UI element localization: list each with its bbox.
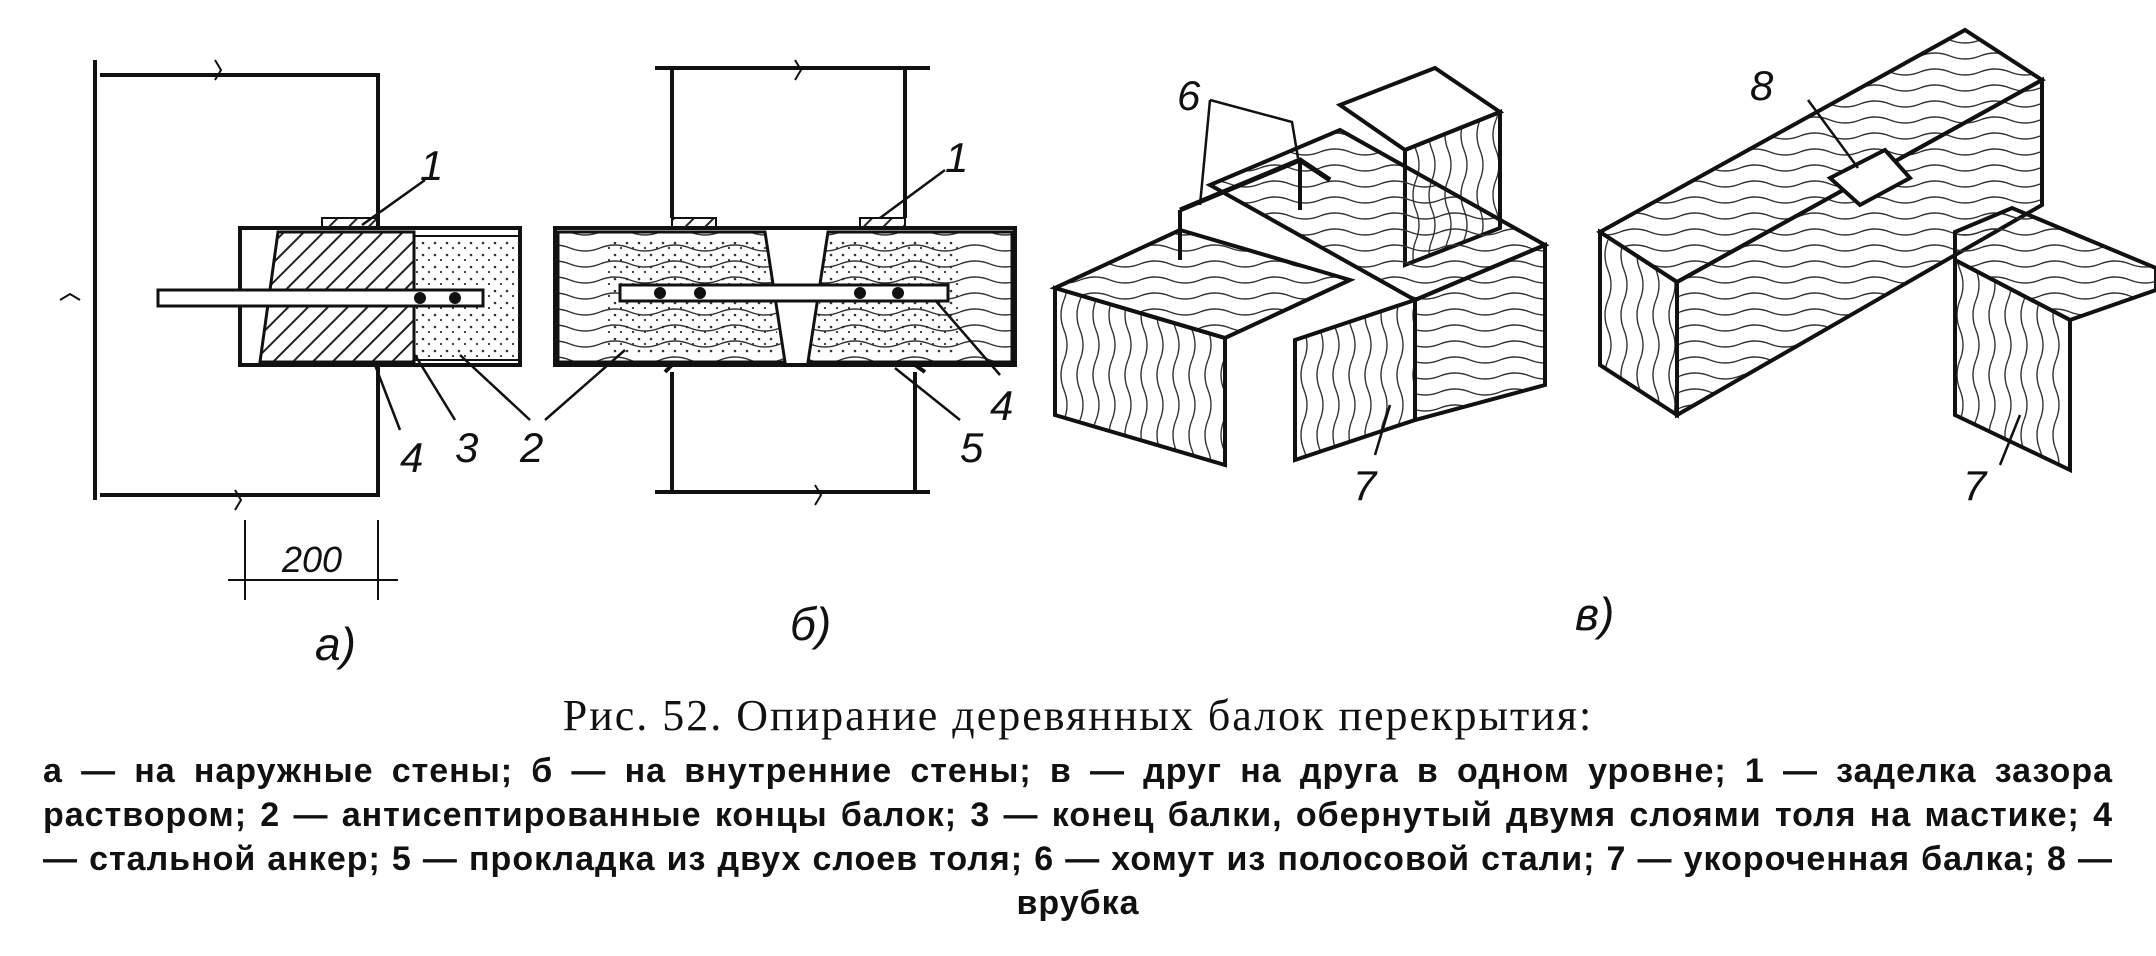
break-mark — [214, 59, 223, 81]
callout-7: 7 — [1963, 462, 1988, 509]
dimension-label: 200 — [281, 539, 342, 580]
leader-line — [879, 168, 946, 220]
panel-a-outer-wall-support — [59, 59, 531, 600]
leader-line — [934, 299, 1001, 376]
anchor-bolt — [414, 292, 426, 304]
break-mark — [794, 59, 803, 81]
mortar-sealing — [321, 217, 379, 229]
anchor-bolt — [854, 287, 866, 299]
leader-line — [1998, 414, 2022, 466]
mortar-sealing — [671, 217, 717, 229]
callout-5: 5 — [960, 424, 984, 471]
anchor-bolt — [449, 292, 461, 304]
callout-2: 2 — [519, 424, 543, 471]
figure-area: 1 4 3 2 200 а) — [59, 27, 2156, 670]
leader-line — [544, 349, 626, 421]
leader-line — [1209, 98, 1300, 159]
short-beam-right-side-7 — [1953, 256, 2072, 474]
panel-c-labels: 6 7 8 7 в) — [1177, 62, 1988, 640]
break-mark — [234, 489, 243, 511]
anchor-bolt — [694, 287, 706, 299]
technical-drawing: 1 4 3 2 200 а) — [59, 27, 2156, 670]
leader-line — [1198, 99, 1212, 206]
callout-4: 4 — [990, 382, 1013, 429]
callout-3: 3 — [455, 424, 478, 471]
panel-b-labels: 1 4 5 б) — [790, 134, 1013, 650]
notch-8 — [1826, 147, 1914, 208]
anchor-bolt — [654, 287, 666, 299]
leader-line — [413, 354, 457, 421]
anchor-bolt — [892, 287, 904, 299]
callout-8: 8 — [1750, 62, 1774, 109]
panel-b-label: б) — [790, 598, 831, 650]
leader-line — [373, 364, 402, 431]
panel-c-beam-joints — [1049, 27, 2156, 474]
panel-c-label: в) — [1575, 588, 1614, 640]
callout-7: 7 — [1353, 462, 1378, 509]
figure-caption: Рис. 52. Опирание деревянных балок перек… — [0, 690, 2156, 925]
callout-4: 4 — [400, 434, 423, 481]
short-beam-end-7 — [1413, 241, 1547, 423]
callout-1: 1 — [420, 142, 443, 189]
mortar-sealing — [859, 217, 906, 229]
break-mark — [814, 484, 823, 506]
leader-line — [1373, 404, 1392, 456]
callout-6: 6 — [1177, 72, 1201, 119]
steel-anchor — [156, 288, 485, 308]
leader-line — [1806, 99, 1860, 169]
caption-title: Рис. 52. Опирание деревянных балок перек… — [562, 691, 1594, 740]
caption-legend: а — на наружные стены; б — на внутренние… — [43, 752, 2113, 922]
short-beam-side-front — [1293, 297, 1417, 463]
callout-1: 1 — [945, 134, 968, 181]
leader-line — [459, 354, 531, 421]
main-beam-end-left — [1053, 285, 1227, 468]
felt-pad — [663, 363, 927, 374]
leader-line — [894, 367, 961, 421]
panel-a-labels: 1 4 3 2 200 а) — [281, 142, 543, 670]
long-beam-side — [1675, 76, 2044, 419]
panel-a-label: а) — [315, 618, 356, 670]
break-mark — [59, 292, 81, 301]
panel-b-inner-wall-support — [544, 59, 1017, 506]
leader-line — [361, 178, 426, 227]
